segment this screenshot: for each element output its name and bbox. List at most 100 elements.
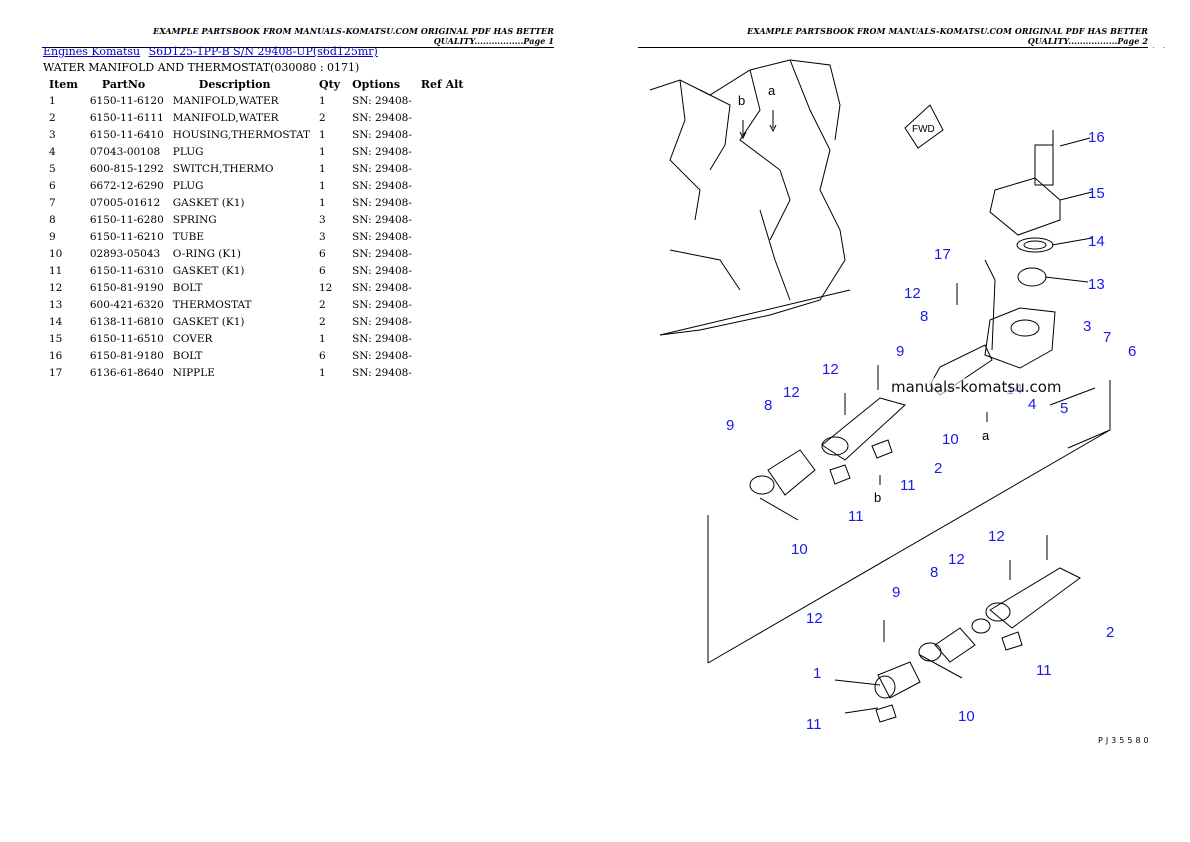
callout-12-a: 12 (904, 285, 921, 302)
callout-9-a: 9 (896, 343, 904, 360)
leader-14 (1051, 237, 1093, 246)
cell-item: 2 (49, 111, 56, 124)
cell-item: 7 (49, 196, 56, 209)
cell-partno: 6150-11-6120 (89, 94, 164, 107)
cell-refalt (415, 177, 470, 194)
cell-refalt (415, 143, 470, 160)
cell-partno: 6150-11-6410 (89, 128, 164, 141)
callout-12-c: 12 (783, 384, 800, 401)
manifold-2-lower-end (985, 602, 1011, 622)
leader-13 (1044, 276, 1089, 283)
cell-options: SN: 29408- (352, 230, 412, 243)
cell-partno: 6136-61-8640 (89, 366, 164, 379)
cell-qty: 2 (319, 298, 326, 311)
cell-partno: 6138-11-6810 (89, 315, 164, 328)
cell-description: TUBE (172, 230, 205, 243)
cell-options: SN: 29408- (352, 179, 412, 192)
cell-refalt (415, 160, 470, 177)
cell-refalt (415, 126, 470, 143)
cell-qty: 1 (319, 179, 326, 192)
cell-description: BOLT (172, 349, 203, 362)
cell-refalt (415, 194, 470, 211)
o-ring-10-upper (749, 475, 775, 495)
cell-qty: 6 (319, 349, 326, 362)
gasket-11-bottom (875, 704, 897, 723)
mark-b-lower: b (874, 490, 881, 505)
cell-qty: 1 (319, 94, 326, 107)
cell-item: 16 (49, 349, 63, 362)
breadcrumb-link-model[interactable]: S6D125-1PP-B S/N 29408-UP(s6d125mr) (148, 45, 378, 58)
cell-qty: 3 (319, 213, 326, 226)
figure-reference-code: PJ35580 (1098, 736, 1152, 745)
tube-middle-drawing (767, 449, 816, 496)
cell-refalt (415, 109, 470, 126)
cell-description: GASKET (K1) (172, 315, 245, 328)
cover-drawing (989, 177, 1061, 236)
table-header-row: Item PartNo Description Qty Options Ref … (43, 77, 469, 92)
callout-7: 7 (1103, 329, 1111, 346)
thermostat-drawing (1017, 267, 1047, 287)
cell-options: SN: 29408- (352, 162, 412, 175)
arrow-a-icon (769, 110, 777, 133)
callout-3: 3 (1083, 318, 1091, 335)
cell-qty: 1 (319, 162, 326, 175)
mark-a: a (768, 83, 776, 98)
cell-options: SN: 29408- (352, 349, 412, 362)
callout-11-d: 11 (806, 716, 822, 733)
housing-opening (1010, 319, 1040, 337)
callout-9-b: 9 (726, 417, 734, 434)
cell-description: BOLT (172, 281, 203, 294)
section-title: WATER MANIFOLD AND THERMOSTAT(030080 : 0… (43, 61, 360, 74)
exploded-parts-diagram: FWD b a a b 16 15 14 17 13 12 8 3 7 6 9 … (649, 59, 1136, 733)
bracket-10-upper (759, 497, 799, 521)
cell-description: HOUSING,THERMOSTAT (172, 128, 310, 141)
breadcrumb-link-engines[interactable]: Engines Komatsu (43, 45, 141, 58)
cell-options: SN: 29408- (352, 264, 412, 277)
cell-item: 11 (49, 264, 63, 277)
cell-description: GASKET (K1) (172, 196, 245, 209)
cell-description: PLUG (172, 179, 204, 192)
leader-1 (834, 679, 881, 686)
cell-item: 14 (49, 315, 63, 328)
cell-qty: 1 (319, 196, 326, 209)
callout-12-e: 12 (948, 551, 965, 568)
frame-lines (707, 380, 1111, 664)
manifold-2-upper-end (821, 436, 849, 456)
cell-options: SN: 29408- (352, 196, 412, 209)
cell-item: 1 (49, 94, 56, 107)
cell-qty: 12 (319, 281, 333, 294)
parts-table: Item PartNo Description Qty Options Ref … (43, 77, 469, 381)
callout-15: 15 (1088, 185, 1105, 202)
cell-description: SWITCH,THERMO (172, 162, 274, 175)
leader-3 (1049, 387, 1096, 406)
cell-options: SN: 29408- (352, 213, 412, 226)
cell-partno: 600-421-6320 (89, 298, 164, 311)
cell-options: SN: 29408- (352, 281, 412, 294)
page-dots: . . . . . . . (1100, 42, 1168, 50)
cell-item: 8 (49, 213, 56, 226)
cell-options: SN: 29408- (352, 94, 412, 107)
cell-qty: 3 (319, 230, 326, 243)
cell-qty: 2 (319, 111, 326, 124)
cell-partno: 02893-05043 (89, 247, 161, 260)
cell-partno: 6150-11-6210 (89, 230, 164, 243)
cell-refalt (415, 313, 470, 330)
cell-options: SN: 29408- (352, 366, 412, 379)
callout-8-a: 8 (920, 308, 928, 325)
col-header-options: Options (352, 78, 401, 91)
mark-b: b (738, 93, 745, 108)
arrow-b-icon (739, 120, 747, 140)
callout-6: 6 (1128, 343, 1136, 360)
manifold-2-lower-drawing (989, 567, 1081, 629)
cell-options: SN: 29408- (352, 111, 412, 124)
